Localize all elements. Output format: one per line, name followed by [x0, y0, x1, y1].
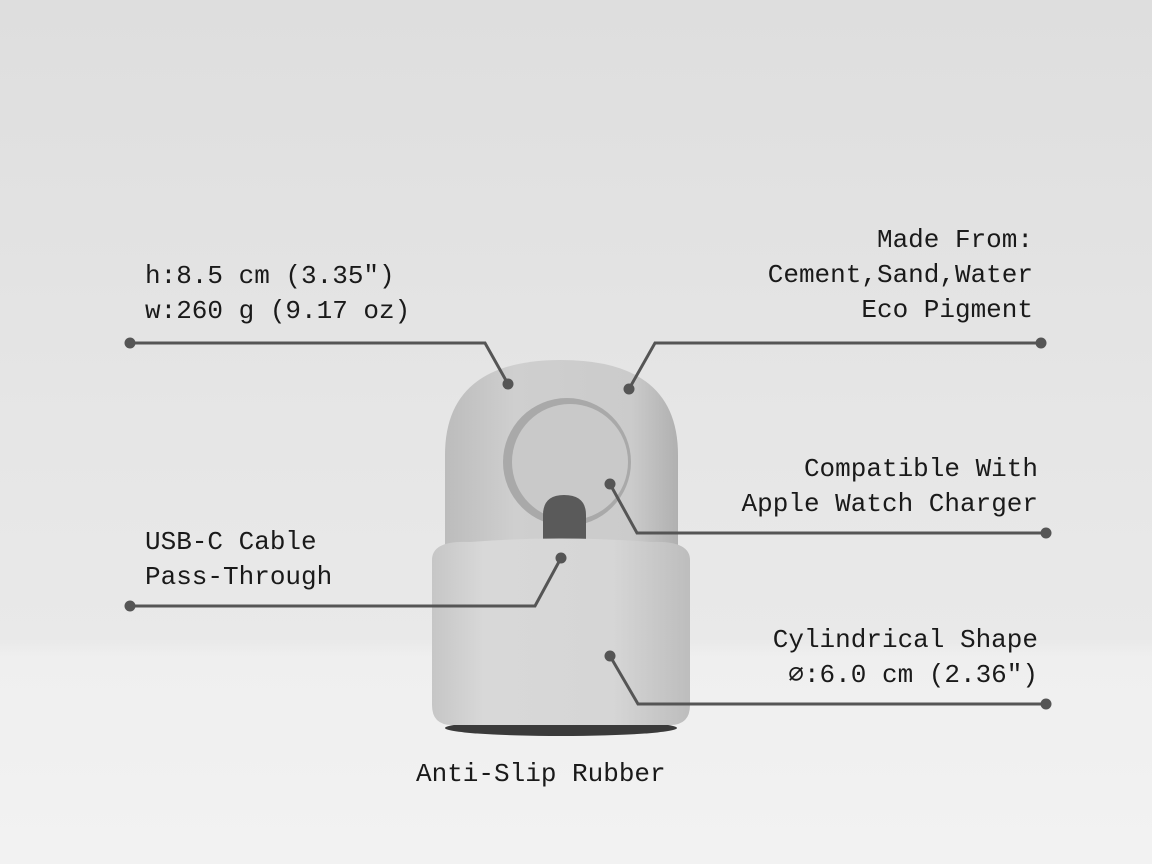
material-list: Cement,Sand,Water	[767, 260, 1033, 290]
leader-dots	[124, 337, 1052, 710]
cable-line1: USB-C Cable	[145, 527, 317, 557]
leader-line-cable	[130, 557, 563, 608]
charger-recess-floor	[512, 404, 628, 520]
cable-slot	[543, 495, 586, 545]
material-pigment: Eco Pigment	[861, 295, 1033, 325]
shape-line1: Cylindrical Shape	[772, 625, 1038, 655]
callout-shape: Cylindrical Shape ∅:6.0 cm (2.36″)	[773, 623, 1038, 693]
cable-line2: Pass-Through	[145, 562, 333, 592]
callout-dimensions: h:8.5 cm (3.35″) w:260 g (9.17 oz)	[145, 259, 410, 329]
stand-cylinder	[432, 538, 690, 725]
material-heading: Made From:	[876, 225, 1033, 255]
weight-text: w:260 g (9.17 oz)	[145, 296, 411, 326]
callout-base: Anti-Slip Rubber	[416, 757, 666, 792]
compat-line1: Compatible With	[803, 454, 1038, 484]
height-text: h:8.5 cm (3.35″)	[145, 261, 395, 291]
compat-line2: Apple Watch Charger	[741, 489, 1038, 519]
leader-line-compatibility	[608, 483, 1046, 535]
base-text: Anti-Slip Rubber	[416, 759, 666, 789]
leader-line-shape	[608, 655, 1046, 706]
leader-line-dimensions	[130, 341, 510, 385]
diameter-text: ∅:6.0 cm (2.36″)	[788, 660, 1038, 690]
leader-line-material	[627, 341, 1041, 390]
